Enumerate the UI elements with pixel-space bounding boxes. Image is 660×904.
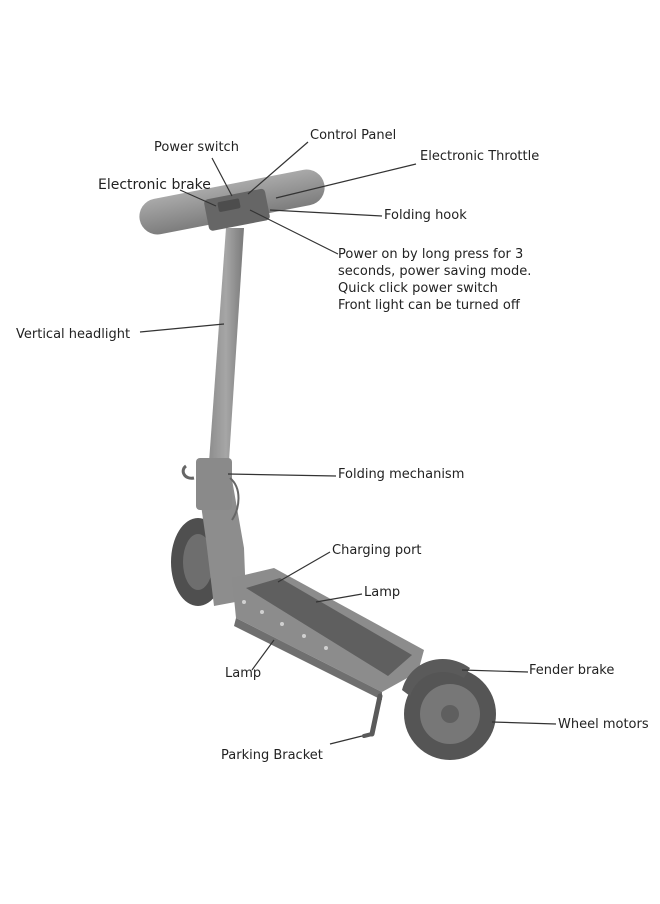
power-note-line-2: seconds, power saving mode. [338,264,532,279]
folding-mechanism [181,458,240,521]
label-lamp-deck: Lamp [364,585,401,600]
label-parking-bracket: Parking Bracket [221,748,323,763]
label-vertical-headlight: Vertical headlight [16,327,131,342]
label-folding-hook: Folding hook [384,208,467,223]
label-electronic-brake: Electronic brake [98,177,211,193]
label-folding-mechanism: Folding mechanism [338,467,465,482]
label-lamp-side: Lamp [225,666,262,681]
label-wheel-motors: Wheel motors [558,717,649,732]
power-note-line-4: Front light can be turned off [338,298,520,313]
rear-wheel [404,668,496,760]
power-note-line-3: Quick click power switch [338,281,498,296]
label-electronic-throttle: Electronic Throttle [420,149,540,164]
label-power-switch: Power switch [154,140,239,155]
rear-fender [402,659,470,696]
kickstand [362,693,383,738]
power-note: Power on by long press for 3 seconds, po… [338,246,531,314]
handlebar [139,169,325,235]
stem [208,228,244,476]
label-control-panel: Control Panel [310,128,397,143]
leader-lines [139,141,557,745]
power-note-line-1: Power on by long press for 3 [338,247,524,262]
label-fender-brake: Fender brake [529,663,615,678]
label-charging-port: Charging port [332,543,422,558]
deck [232,568,424,700]
